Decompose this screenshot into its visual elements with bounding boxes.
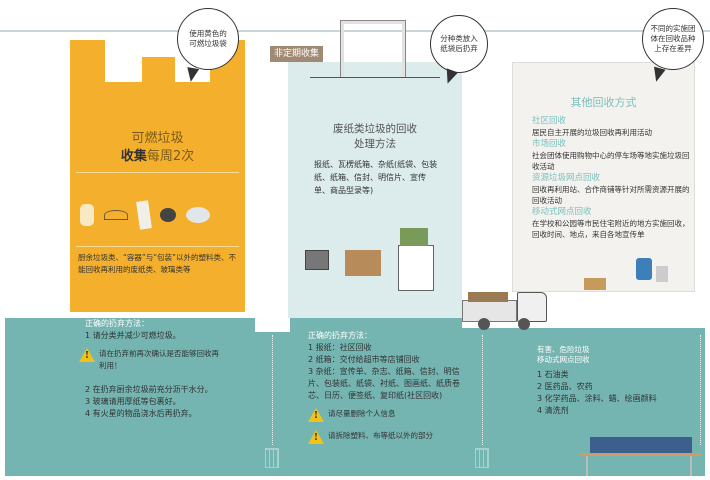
can-icon [656, 266, 668, 282]
paper-title: 废纸类垃圾的回收处理方法 [333, 123, 417, 150]
band-notch [462, 318, 547, 328]
combustible-panel [70, 40, 245, 312]
paper-disposal: 正确的扔弃方法： 1 报纸：社区回收 2 纸箱：交付给超市等店铺回收 3 杂纸：… [308, 330, 460, 444]
hanger-icon [104, 210, 128, 220]
disposal-heading: 正确的扔弃方法： [85, 319, 149, 328]
combustible-disposal: 正确的扔弃方法： 1 请分类并减少可燃垃圾。 请在扔弃前再次确认是否能够回收再利… [79, 318, 265, 420]
warning-text: 请在扔弃前再次确认是否能够回收再利用！ [99, 349, 219, 370]
truck-wheel [518, 318, 530, 330]
method-name: 资源垃圾网点回收 [532, 173, 601, 183]
truck-wheel [478, 318, 490, 330]
warning-icon [308, 408, 324, 422]
newspaper-bundle-icon [305, 250, 329, 270]
waste-illustrations [80, 195, 230, 235]
disposal-step: 1 请分类并减少可燃垃圾。 [85, 331, 181, 340]
method-desc: 在学校和公园等市民住宅附近的地方实施回收，回收时间、地点，来自各地宣传单 [532, 219, 690, 239]
speech-bubble: 不同的实施团体在回收品种上存在差异 [642, 8, 704, 70]
other-title: 其他回收方式 [570, 96, 637, 109]
method-desc: 居民自主开展的垃圾回收再利用活动 [532, 128, 652, 137]
other-methods-panel [512, 62, 695, 292]
disposal-step: 1 报纸：社区回收 [308, 343, 372, 352]
bag-top-line [310, 77, 440, 78]
warning-icon [79, 348, 95, 362]
disposal-band [5, 318, 705, 476]
hazard-item: 2 医药品、农药 [537, 382, 593, 391]
magazines-icon [400, 228, 428, 246]
hazard-item: 3 化学药品、涂料、蜡、绘画颜料 [537, 394, 657, 403]
disposal-step: 2 在扔弃厨余垃圾前充分沥干水分。 [85, 385, 213, 394]
warning-icon [308, 430, 324, 444]
warning-text: 请尽量删除个人信息 [328, 409, 396, 418]
dotted-line [700, 335, 701, 445]
bag-handle [340, 20, 406, 78]
cardboard-box-icon [345, 250, 381, 276]
mirror-icon [186, 207, 210, 223]
dotted-line [272, 335, 273, 445]
trash-bin-icon [265, 448, 279, 468]
truck-bed [462, 300, 517, 322]
bubble-tail [184, 67, 200, 83]
combustible-description: 厨余垃圾类、“容器”与“包装”以外的塑料类、不能回收再利用的废纸类、玻璃类等 [78, 253, 237, 274]
table-leg [690, 456, 692, 476]
divider-line [0, 30, 710, 32]
hazard-heading: 移动式网点回收 [537, 355, 590, 364]
apple-core-icon [80, 204, 94, 226]
bag-notch [105, 40, 142, 82]
disposal-step: 3 杂纸：宣传单、杂志、纸箱、信封、明信片、包装纸、纸袋、衬纸、图画纸、纸质卷芯… [308, 367, 460, 400]
box-icon [584, 278, 606, 290]
disposal-step: 4 有火星的物品浇水后再扔弃。 [85, 409, 197, 418]
speech-bubble: 分种类放入纸袋后扔弃 [430, 15, 488, 73]
warning-text: 请拆除塑料、布等纸以外的部分 [328, 431, 433, 440]
packaging-icon [136, 200, 152, 230]
hazard-section: 有害、危险垃圾 移动式网点回收 1 石油类 2 医药品、农药 3 化学药品、涂料… [537, 345, 697, 417]
method-desc: 回收再利用站、合作商铺等针对所需资源开展的回收活动 [532, 185, 690, 205]
disposal-step: 2 纸箱：交付给超市等店铺回收 [308, 355, 420, 364]
combustible-title: 可燃垃圾 收集每周2次 [120, 131, 195, 164]
table-top [580, 453, 702, 456]
divider [76, 246, 239, 247]
collection-crate [590, 437, 692, 453]
truck-cargo [468, 292, 508, 302]
dotted-line [482, 335, 483, 445]
method-name: 市场回收 [532, 139, 567, 149]
band-notch [547, 318, 705, 328]
irregular-collection-tag: 非定期收集 [270, 46, 324, 62]
paper-bag-icon [398, 245, 434, 291]
table-leg [586, 456, 588, 476]
paper-description: 报纸、瓦楞纸箱、杂纸(纸袋、包装纸、纸箱、信封、明信片、宣传单、商品型录等) [314, 160, 438, 195]
speech-bubble: 使用黄色的可燃垃圾袋 [177, 8, 239, 70]
hazard-heading: 有害、危险垃圾 [537, 345, 590, 354]
divider [76, 172, 239, 173]
trash-bin-icon [475, 448, 489, 468]
drum-icon [636, 258, 652, 280]
method-name: 移动式网点回收 [532, 207, 592, 217]
method-name: 社区回收 [532, 116, 567, 126]
method-desc: 社会团体使用购物中心的停车场等地实施垃圾回收活动 [532, 151, 690, 171]
other-methods-list: 社区回收 居民自主开展的垃圾回收再利用活动 市场回收 社会团体使用购物中心的停车… [532, 115, 692, 240]
truck-cab [517, 292, 547, 322]
tape-icon [160, 208, 176, 222]
disposal-heading: 正确的扔弃方法： [308, 331, 372, 340]
bag-notch [142, 40, 175, 57]
hazard-item: 4 清洗剂 [537, 406, 569, 415]
band-notch [255, 318, 290, 332]
hazard-item: 1 石油类 [537, 370, 569, 379]
disposal-step: 3 玻璃请用厚纸等包裹好。 [85, 397, 181, 406]
